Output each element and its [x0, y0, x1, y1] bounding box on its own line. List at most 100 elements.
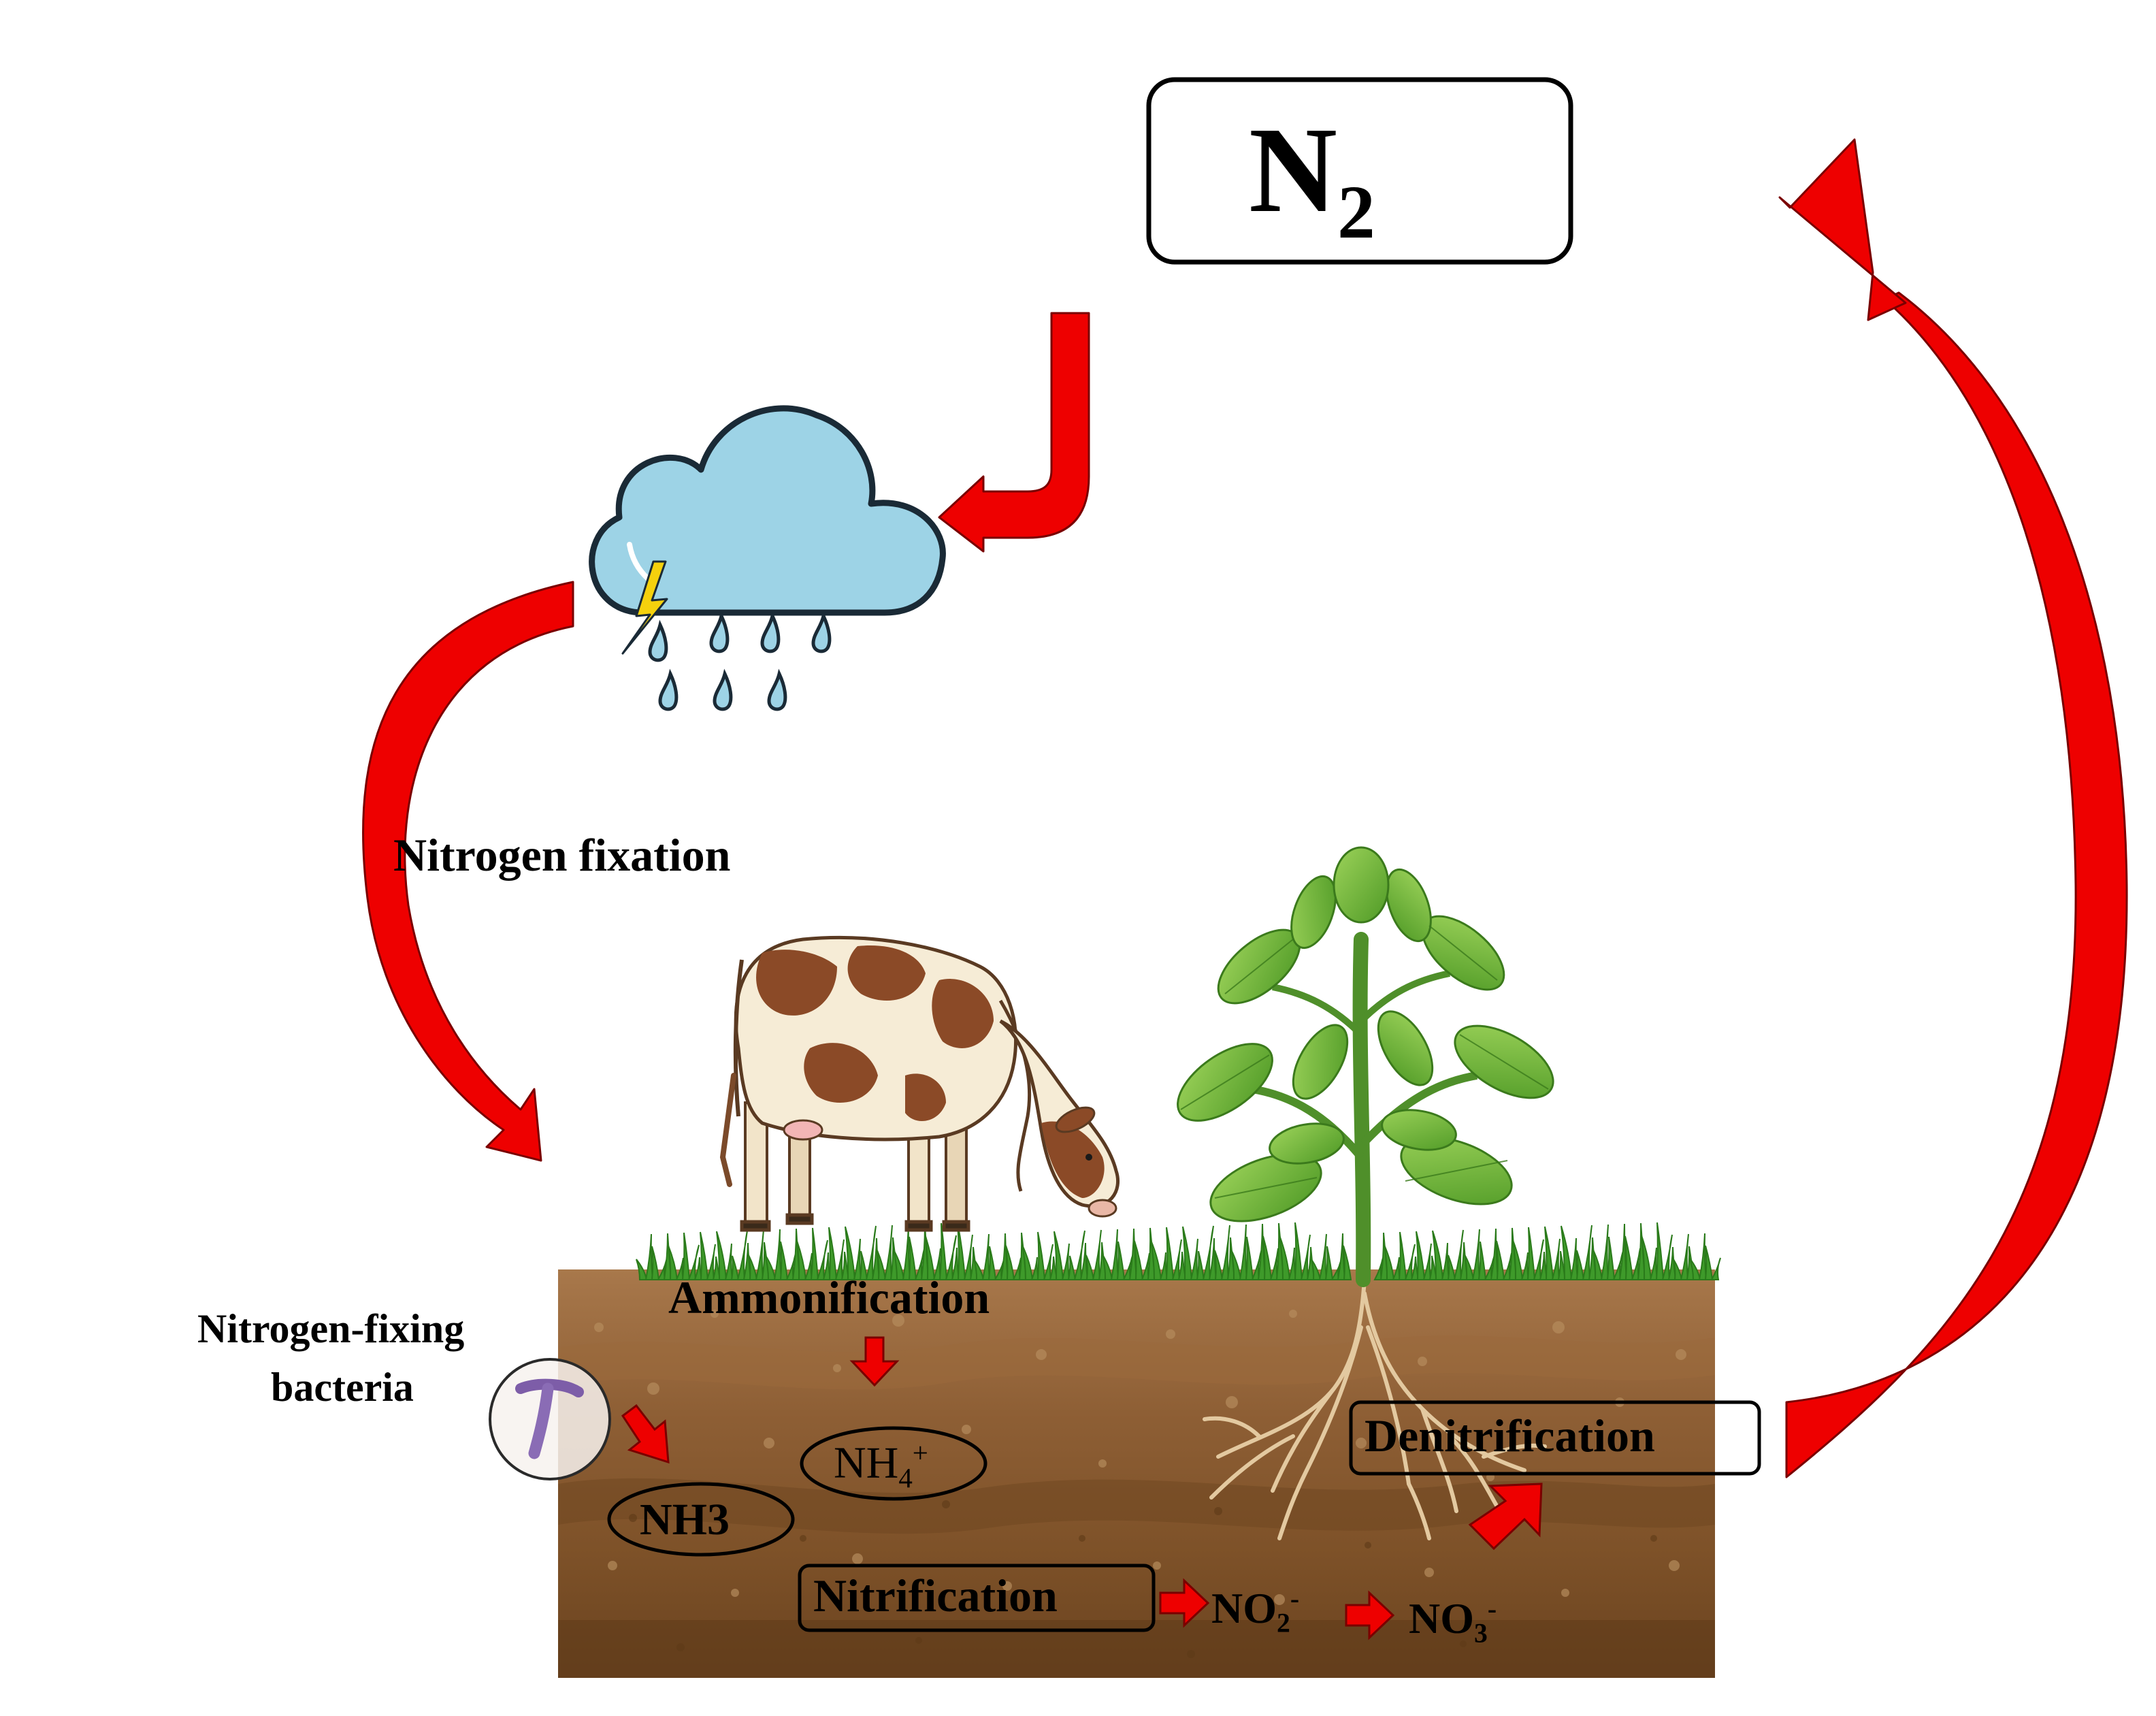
grass-blade — [1575, 1250, 1585, 1280]
nitrogen-fixing-bacteria-label-line1: Nitrogen-fixing — [197, 1306, 465, 1351]
no3-label: NO3- — [1409, 1596, 1497, 1647]
grass-blade — [1661, 1234, 1673, 1280]
grass-blade — [1477, 1241, 1487, 1280]
grass-blade — [1022, 1244, 1034, 1280]
grass-blade — [730, 1255, 740, 1280]
no3-superscript: - — [1487, 1594, 1497, 1624]
grass-blade — [1471, 1229, 1481, 1280]
grass-blade — [1416, 1231, 1426, 1280]
grass-blade — [1422, 1243, 1432, 1280]
arrow-ammonification-down — [849, 1336, 900, 1387]
grass-blade — [1512, 1240, 1524, 1280]
cow-illustration — [719, 935, 1120, 1232]
grass-blade — [796, 1240, 807, 1280]
arrow-n2-to-cloud — [938, 312, 1090, 553]
grass-blade — [1533, 1239, 1544, 1280]
no2-subscript: 2 — [1277, 1608, 1290, 1638]
nitrogen-fixing-bacteria-label-line2: bacteria — [271, 1365, 414, 1410]
grass-strip — [636, 1222, 1721, 1280]
grass-blade — [700, 1231, 709, 1280]
grass-blade — [1202, 1225, 1214, 1280]
grass-blade — [1624, 1235, 1634, 1280]
grass-blade — [1182, 1226, 1193, 1280]
grass-blade — [764, 1254, 777, 1280]
grass-blade — [687, 1244, 700, 1280]
no2-symbol: NO — [1211, 1583, 1277, 1632]
nitrification-box — [798, 1564, 1156, 1632]
grass-blade — [1592, 1249, 1603, 1280]
grass-blade — [1116, 1241, 1126, 1280]
grass-blade — [1196, 1250, 1205, 1280]
grass-blade — [779, 1241, 789, 1280]
arrow-nitrogen-fixation — [362, 581, 574, 1162]
grass-blade — [1600, 1224, 1610, 1280]
grass-blade — [816, 1240, 828, 1280]
grass-blade — [1582, 1225, 1592, 1280]
grass-blade — [668, 1245, 679, 1280]
nh4-superscript: + — [912, 1438, 928, 1468]
grass-blade — [810, 1227, 819, 1280]
grass-blade — [1165, 1227, 1175, 1280]
grass-blade — [1464, 1254, 1475, 1280]
grass-blade — [1214, 1250, 1224, 1280]
grass-blade — [1150, 1240, 1162, 1280]
grass-blade — [636, 1259, 648, 1280]
ammonification-label: Ammonification — [668, 1272, 990, 1323]
arrow-bacteria-to-nh3 — [621, 1404, 670, 1464]
grass-blade — [1618, 1223, 1628, 1280]
grass-blade — [945, 1235, 957, 1280]
grass-blade — [1569, 1237, 1579, 1280]
grass-blade — [1441, 1242, 1450, 1280]
grass-blade — [908, 1236, 917, 1280]
rain-cloud-with-lightning-icon — [589, 405, 946, 711]
grass-blade — [859, 1250, 868, 1280]
grass-blade — [828, 1227, 838, 1280]
grass-blade — [1710, 1257, 1721, 1280]
grass-blade — [1092, 1229, 1102, 1280]
grass-blade — [773, 1229, 783, 1280]
grass-blade — [716, 1231, 728, 1280]
grass-blade — [1432, 1230, 1444, 1280]
grass-blade — [1220, 1225, 1230, 1280]
arrow-denitrification-to-n2 — [1778, 138, 2128, 1478]
nh4-subscript: 4 — [898, 1462, 913, 1493]
grass-blade — [883, 1225, 893, 1280]
no3-symbol: NO — [1409, 1593, 1474, 1642]
grass-blade — [1005, 1245, 1015, 1280]
grass-blade — [987, 1246, 997, 1280]
grass-blade — [681, 1232, 691, 1280]
grass-blade — [1190, 1238, 1199, 1280]
grass-blade — [1054, 1231, 1064, 1280]
grass-blade — [1496, 1240, 1505, 1280]
nitrogen-fixation-label: Nitrogen fixation — [393, 829, 731, 881]
arrow-nitrification-to-no2 — [1159, 1578, 1210, 1628]
grass-blade — [706, 1244, 716, 1280]
grass-blade — [1698, 1233, 1708, 1280]
no2-superscript: - — [1290, 1584, 1300, 1614]
grass-blade — [1043, 1244, 1054, 1280]
plant-roots — [1203, 1278, 1547, 1540]
grass-blade — [1680, 1233, 1689, 1280]
grass-blade — [1704, 1245, 1714, 1280]
arrow-to-denitrification — [1468, 1483, 1543, 1551]
grass-blade — [845, 1226, 856, 1280]
grass-blade — [1641, 1235, 1652, 1280]
nh3-oval — [607, 1482, 795, 1557]
grass-blade — [724, 1243, 734, 1280]
grass-blade — [1171, 1239, 1182, 1280]
grass-blade — [1245, 1236, 1254, 1280]
grass-blade — [1561, 1225, 1573, 1280]
grass-blade — [963, 1234, 973, 1280]
grass-blade — [1300, 1234, 1311, 1280]
grass-blade — [1453, 1229, 1464, 1280]
grass-blade — [1262, 1235, 1273, 1280]
n2-box — [1146, 77, 1573, 265]
arrow-no2-to-no3 — [1345, 1590, 1395, 1640]
grass-blade — [1085, 1254, 1095, 1280]
grass-blade — [1673, 1259, 1683, 1280]
plant-illustration — [1177, 846, 1554, 1287]
grass-blade — [1447, 1254, 1456, 1280]
grass-blade — [877, 1250, 887, 1280]
